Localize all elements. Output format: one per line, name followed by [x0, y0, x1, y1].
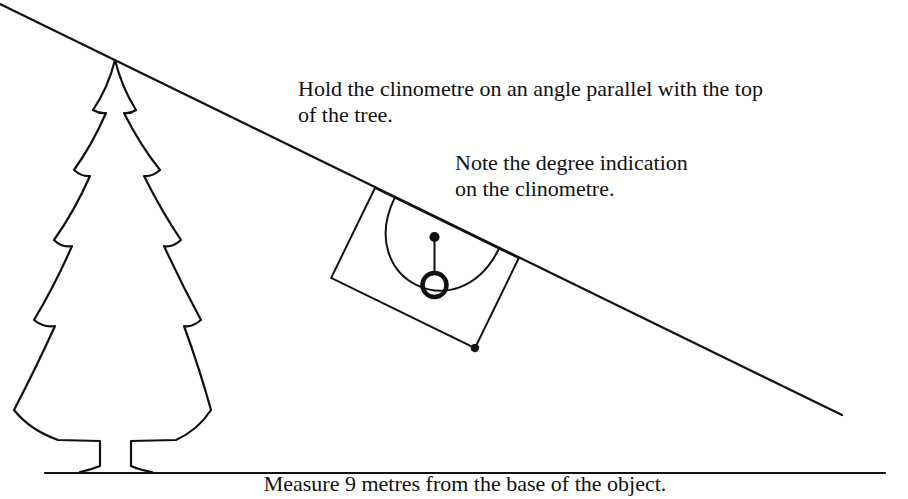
plumb-bob [423, 273, 447, 297]
plumb-string [434, 237, 436, 273]
sight-line [0, 4, 842, 415]
clinometer [330, 188, 522, 352]
label-box: Note the degree indication on the clinom… [455, 150, 705, 202]
instruction-text: Note the degree indication on the clinom… [455, 150, 705, 202]
instruction-text: Hold the clinometre on an angle parallel… [298, 76, 778, 128]
label-box: Hold the clinometre on an angle parallel… [298, 76, 778, 128]
instruction-text: Measure 9 metres from the base of the ob… [150, 471, 780, 497]
tree [14, 60, 211, 472]
pivot [431, 233, 439, 241]
label-box: Measure 9 metres from the base of the ob… [150, 471, 780, 497]
